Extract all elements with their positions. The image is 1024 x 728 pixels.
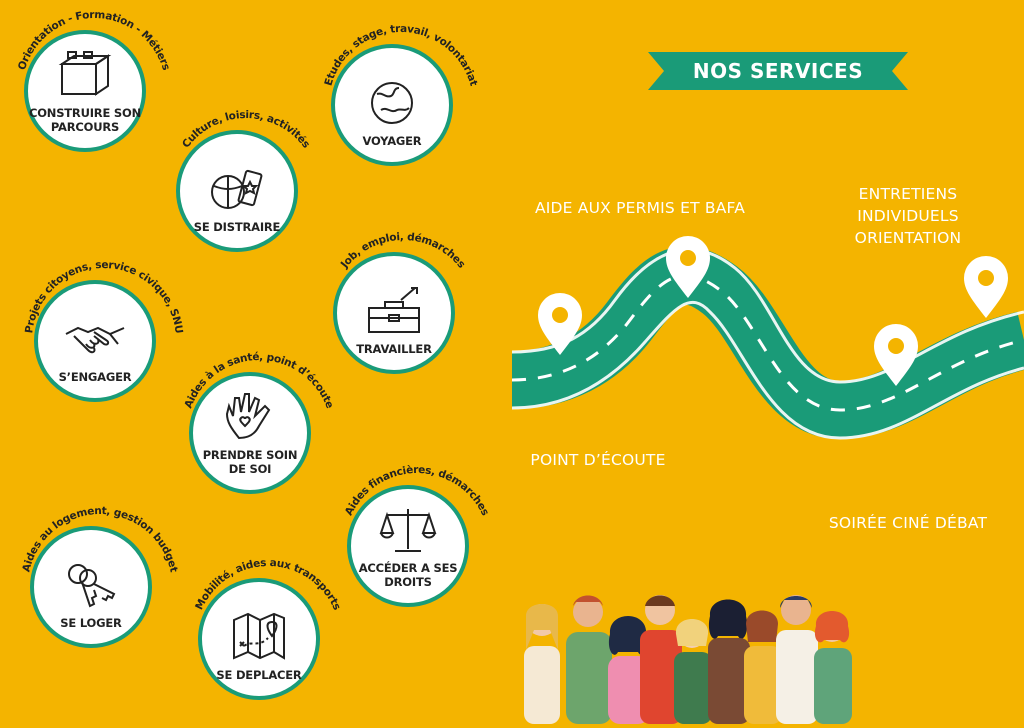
toolbox-icon (368, 287, 420, 333)
pin-icon (666, 236, 710, 298)
keys-icon (68, 564, 116, 608)
circle-label: VOYAGER (362, 134, 422, 148)
circle-label: SE DISTRAIRE (193, 220, 281, 234)
heart-hand-icon (225, 393, 271, 440)
service-circle-loger: SE LOGER (30, 526, 152, 648)
service-circle-voyager: VOYAGER (331, 44, 453, 166)
circle-label: CONSTRUIRE SON PARCOURS (28, 106, 142, 134)
service-circle-engager: S’ENGAGER (34, 280, 156, 402)
circle-label: TRAVAILLER (356, 342, 432, 356)
pin-icon (874, 324, 918, 386)
map-icon (233, 612, 285, 660)
circle-label: ACCÉDER A SES DROITS (358, 561, 458, 589)
pin-icon (538, 293, 582, 355)
service-circle-parcours: CONSTRUIRE SON PARCOURS (24, 30, 146, 152)
service-circle-distraire: SE DISTRAIRE (176, 130, 298, 252)
lego-brick-icon (58, 51, 112, 96)
service-point-ecoute: POINT D’ÉCOUTE (530, 451, 666, 469)
title-banner (648, 52, 908, 90)
ball-ticket-icon (211, 169, 263, 209)
group-of-people-illustration (524, 595, 852, 724)
service-cine-debat: SOIRÉE CINÉ DÉBAT (828, 514, 988, 532)
globe-icon (371, 82, 413, 124)
circle-label: PRENDRE SOIN DE SOI (202, 448, 298, 476)
circle-label: SE DEPLACER (216, 668, 302, 682)
service-circle-travailler: TRAVAILLER (333, 252, 455, 374)
service-circle-droits: ACCÉDER A SES DROITS (347, 485, 469, 607)
pin-icon (964, 256, 1008, 318)
service-permis-bafa: AIDE AUX PERMIS ET BAFA (534, 199, 746, 217)
circle-label: SE LOGER (60, 616, 122, 630)
scales-icon (379, 509, 437, 552)
service-circle-soin: PRENDRE SOIN DE SOI (189, 372, 311, 494)
service-circle-deplacer: SE DEPLACER (198, 578, 320, 700)
circle-label: S’ENGAGER (58, 370, 132, 384)
service-entretiens: ENTRETIENS INDIVIDUELS ORIENTATION (854, 185, 962, 247)
services-title: NOS SERVICES (692, 59, 864, 83)
handshake-icon (65, 326, 125, 354)
